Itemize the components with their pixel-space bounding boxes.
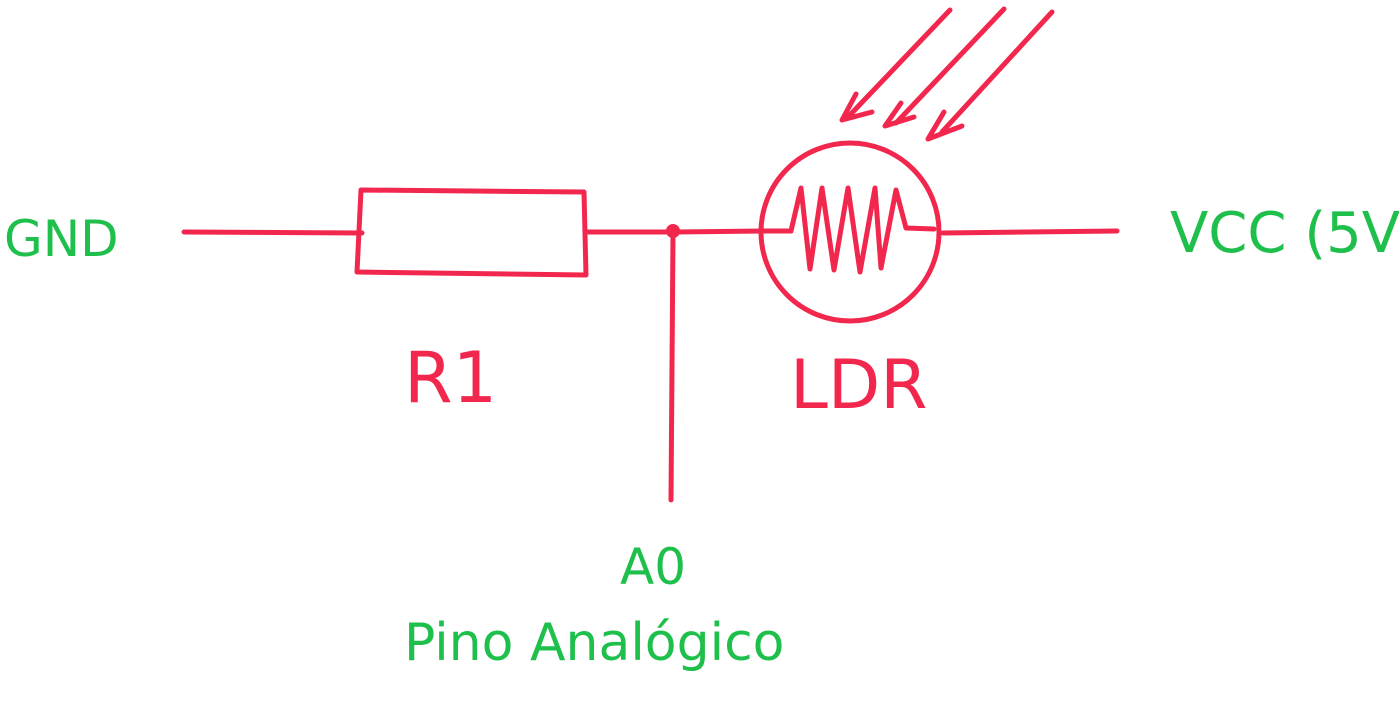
- ldr-label: LDR: [790, 346, 928, 425]
- wire-junction-ldr: [673, 228, 769, 235]
- ldr-resistor-zigzag: [759, 185, 937, 275]
- pin-description-label: Pino Analógico: [404, 613, 784, 673]
- r1-label: R1: [404, 337, 497, 419]
- wire-vcc: [940, 228, 1120, 236]
- wire-gnd: [181, 229, 365, 236]
- vcc-label: VCC (5V): [1170, 201, 1399, 266]
- gnd-label: GND: [4, 210, 119, 268]
- resistor-r1: [354, 187, 589, 278]
- wire-to-a0: [668, 230, 676, 503]
- light-arrows-icon: [839, 6, 1055, 142]
- a0-label: A0: [620, 538, 686, 596]
